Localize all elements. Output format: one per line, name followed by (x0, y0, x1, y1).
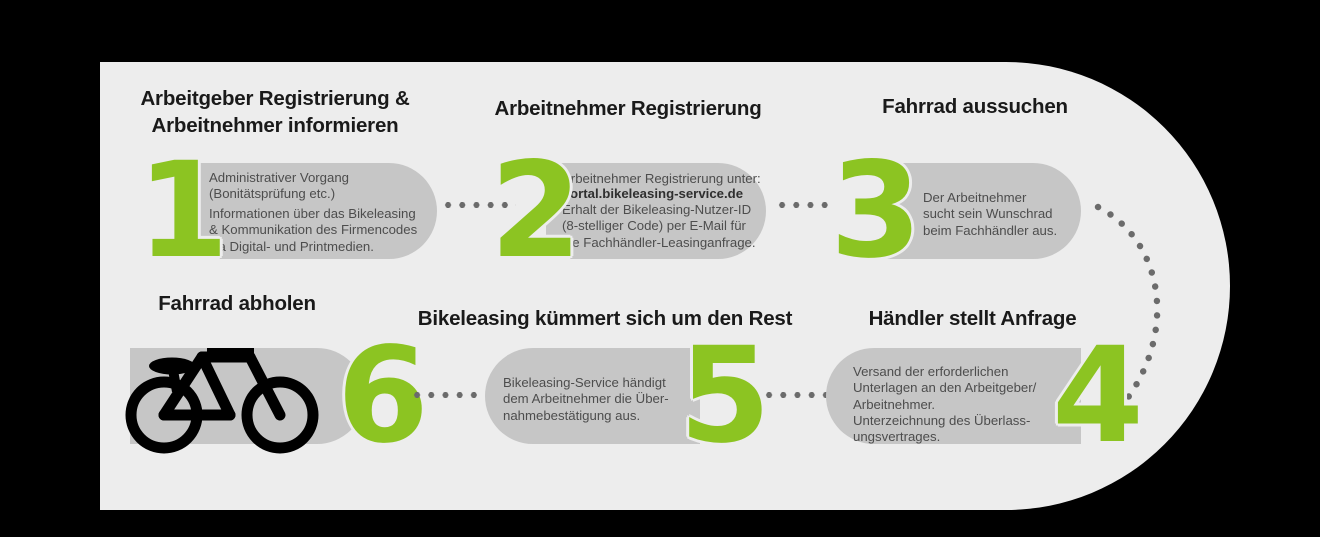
step-5-numeral: 5 (679, 319, 771, 473)
step-2-portal-link[interactable]: portal.bikeleasing-service.de (562, 186, 744, 201)
step-4-heading: Händler stellt Anfrage (868, 307, 1077, 330)
step-2-numeral: 2 (490, 134, 582, 288)
step-1-pill (193, 163, 437, 259)
connector-5-to-6 (410, 392, 482, 398)
step-6-heading: Fahrrad abholen (158, 292, 316, 315)
step-2-pill (546, 163, 766, 259)
step-3-pill (884, 163, 1081, 259)
step-3-numeral: 3 (830, 134, 922, 288)
step-5-heading: Bikeleasing kümmert sich um den Rest (417, 307, 793, 330)
step-3-body-1: Der Arbeitnehmer sucht sein Wunschrad be… (923, 190, 1058, 238)
step-3-heading: Fahrrad aussuchen (882, 95, 1068, 118)
step-5-pill (485, 348, 700, 444)
step-4-pill (826, 348, 1081, 444)
step-1-heading: Arbeitgeber Registrierung & Arbeitnehmer… (140, 87, 410, 137)
step-4-body-1: Versand der erforderlichen Unterlagen an… (853, 364, 1037, 445)
connector-3-to-4 (1094, 203, 1161, 421)
step-5-body-1: Bikeleasing-Service händigt dem Arbeitne… (503, 375, 669, 423)
step-1-numeral: 1 (137, 134, 229, 288)
step-1-body-1: Administrativer Vorgang (Bonitätsprüfung… (209, 170, 350, 202)
step-1-body-2: Informationen über das Bikeleasing & Kom… (209, 206, 418, 254)
connector-1-to-2 (441, 202, 516, 208)
step-2-body-1: Arbeitnehmer Registrierung unter: (562, 171, 761, 186)
step-4-numeral: 4 (1052, 319, 1144, 473)
bicycle-icon (125, 348, 319, 454)
connector-2-to-3 (775, 202, 833, 208)
step-2-body-2: Erhalt der Bikeleasing-Nutzer-ID (8-stel… (562, 202, 756, 250)
connector-4-to-5 (762, 392, 832, 398)
step-2-heading: Arbeitnehmer Registrierung (494, 97, 762, 120)
